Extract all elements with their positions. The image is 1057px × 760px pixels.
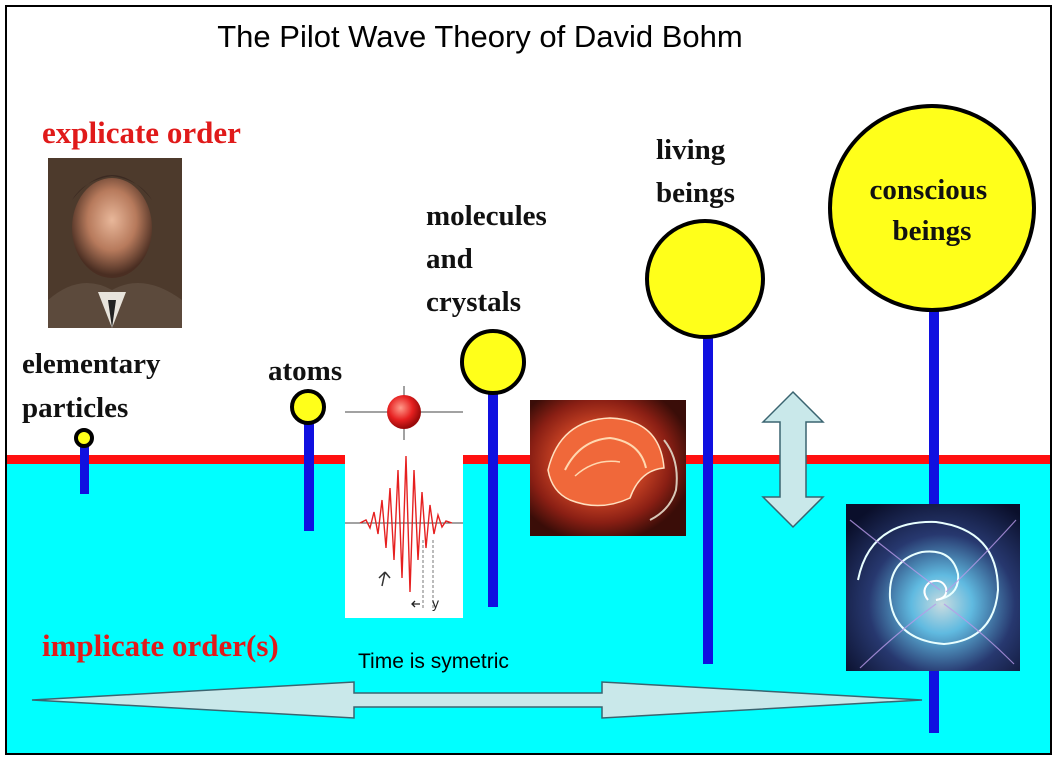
wave-packet-image: y <box>345 386 463 618</box>
elementary-particles-bubble <box>74 428 94 448</box>
molecules-crystals-label: molecules and crystals <box>426 200 554 318</box>
molecules-stem <box>488 364 498 607</box>
page-title: The Pilot Wave Theory of David Bohm <box>217 19 743 54</box>
implicate-order-label: implicate order(s) <box>42 628 279 663</box>
bohm-portrait <box>48 158 182 328</box>
brain-image <box>530 400 686 536</box>
fractal-image <box>846 504 1020 671</box>
wave-y-label: y <box>432 595 439 611</box>
elementary-particles-label: elementary particles <box>22 348 168 424</box>
atoms-label: atoms <box>268 355 342 387</box>
horizontal-double-arrow <box>31 681 923 719</box>
vertical-double-arrow <box>761 390 825 529</box>
atoms-stem <box>304 408 314 531</box>
atoms-bubble <box>290 389 326 425</box>
explicate-order-label: explicate order <box>42 115 241 150</box>
elementary-particles-stem <box>80 438 89 494</box>
conscious-beings-label: conscious beings <box>870 174 995 247</box>
time-symmetric-label: Time is symetric <box>358 650 509 673</box>
living-beings-label: living beings <box>656 134 735 209</box>
molecules-bubble <box>460 329 526 395</box>
explicate-line <box>7 455 1050 464</box>
living-beings-stem <box>703 282 713 664</box>
conscious-beings-bubble <box>828 104 1036 312</box>
living-beings-bubble <box>645 219 765 339</box>
